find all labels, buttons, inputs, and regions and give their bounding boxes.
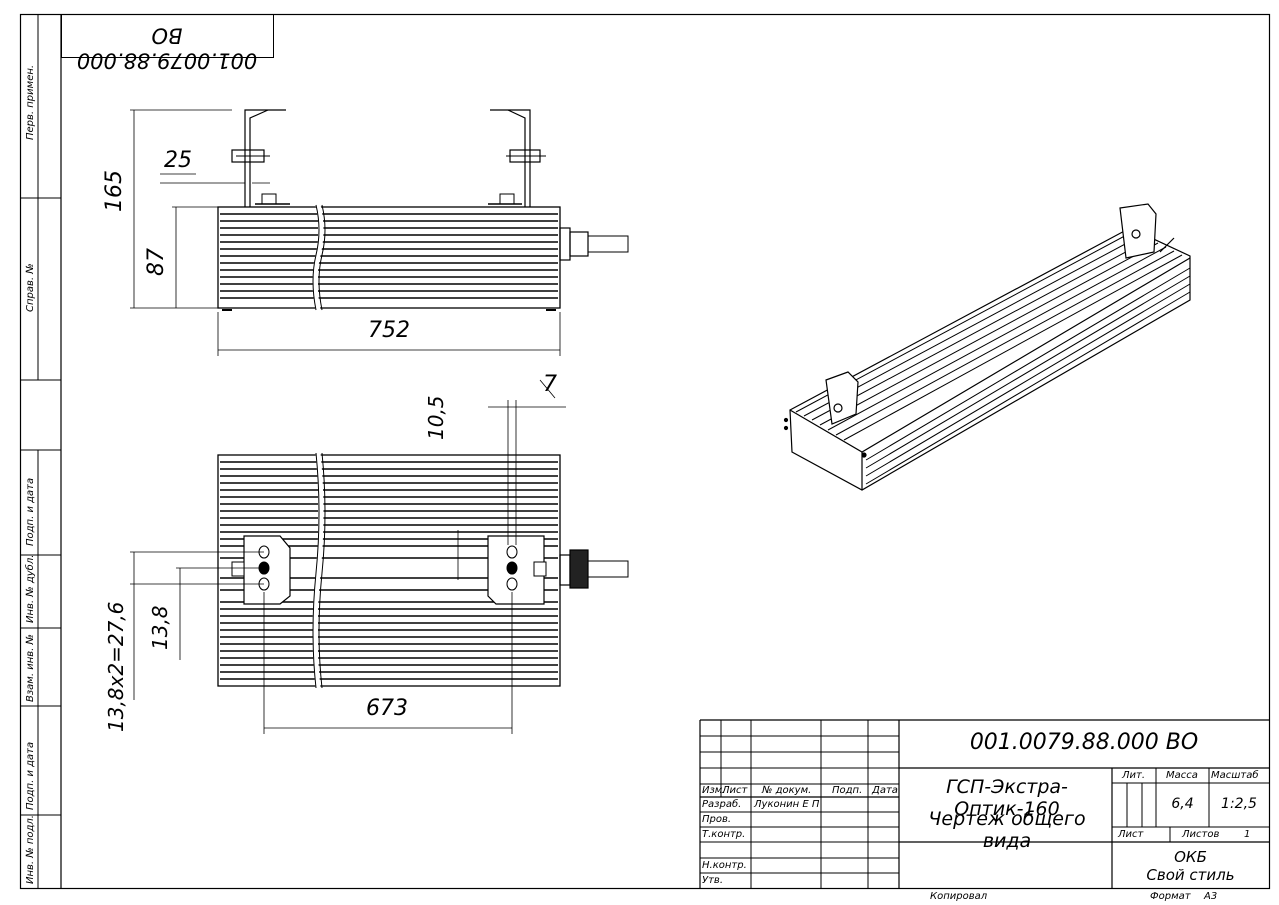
label-perv-primen: Перв. примен.: [25, 64, 36, 140]
col-podp: Подп.: [832, 785, 863, 796]
top-view: [130, 379, 629, 734]
label-list: Лист: [1118, 829, 1144, 840]
format-value: А3: [1204, 891, 1218, 902]
dim-87: 87: [144, 248, 169, 276]
col-data: Дата: [872, 785, 898, 796]
header-masshtab: Масштаб: [1211, 770, 1259, 781]
dim-165: 165: [102, 170, 127, 212]
org-line1: ОКБ: [1174, 848, 1207, 866]
dim-13-8x2: 13,8х2=27,6: [104, 601, 128, 732]
side-view: [130, 109, 629, 356]
label-inv-podl: Инв. № подл.: [25, 815, 36, 884]
col-ndokum: № докум.: [762, 785, 812, 796]
col-izm: Изм.: [702, 785, 726, 796]
dim-13-8: 13,8: [148, 605, 172, 650]
title-name-line1: ГСП-Экстра-Оптик-160: [946, 776, 1068, 820]
dim-7: 7: [543, 372, 557, 397]
dim-25: 25: [164, 148, 192, 173]
header-lit: Лит.: [1122, 770, 1146, 781]
label-sprav: Справ. №: [25, 263, 36, 312]
dim-752: 752: [368, 318, 410, 343]
row-tkontr: Т.контр.: [702, 829, 746, 840]
label-vzam-inv: Взам. инв. №: [25, 634, 36, 702]
dim-10-5: 10,5: [424, 395, 448, 440]
label-podp-data-2: Подп. и дата: [25, 741, 36, 810]
listov-value: 1: [1244, 829, 1251, 840]
col-list: Лист: [722, 785, 748, 796]
label-listov: Листов: [1182, 829, 1220, 840]
title-name-line2: Чертеж общего вида: [928, 808, 1086, 852]
row-razrab: Разраб.: [702, 799, 742, 810]
label-inv-dubl: Инв. № дубл.: [25, 554, 36, 623]
row-prov: Пров.: [702, 814, 732, 825]
label-podp-data-1: Подп. и дата: [25, 477, 36, 546]
label-format: Формат: [1150, 891, 1191, 902]
stamp-designation: 001.0079.88.000 ВО: [76, 23, 258, 73]
title-designation: 001.0079.88.000 ВО: [969, 730, 1199, 755]
massa-value: 6,4: [1171, 796, 1194, 812]
razrab-name: Луконин Е П: [754, 799, 820, 810]
header-massa: Масса: [1166, 770, 1198, 781]
title-block-grid: [699, 719, 1269, 889]
dim-673: 673: [366, 696, 408, 721]
isometric-view: [783, 203, 1191, 491]
label-kopiroval: Копировал: [930, 891, 988, 902]
row-nkontr: Н.контр.: [702, 860, 747, 871]
masshtab-value: 1:2,5: [1221, 796, 1257, 812]
row-utv: Утв.: [702, 875, 723, 886]
org-line2: Свой стиль: [1146, 866, 1235, 884]
